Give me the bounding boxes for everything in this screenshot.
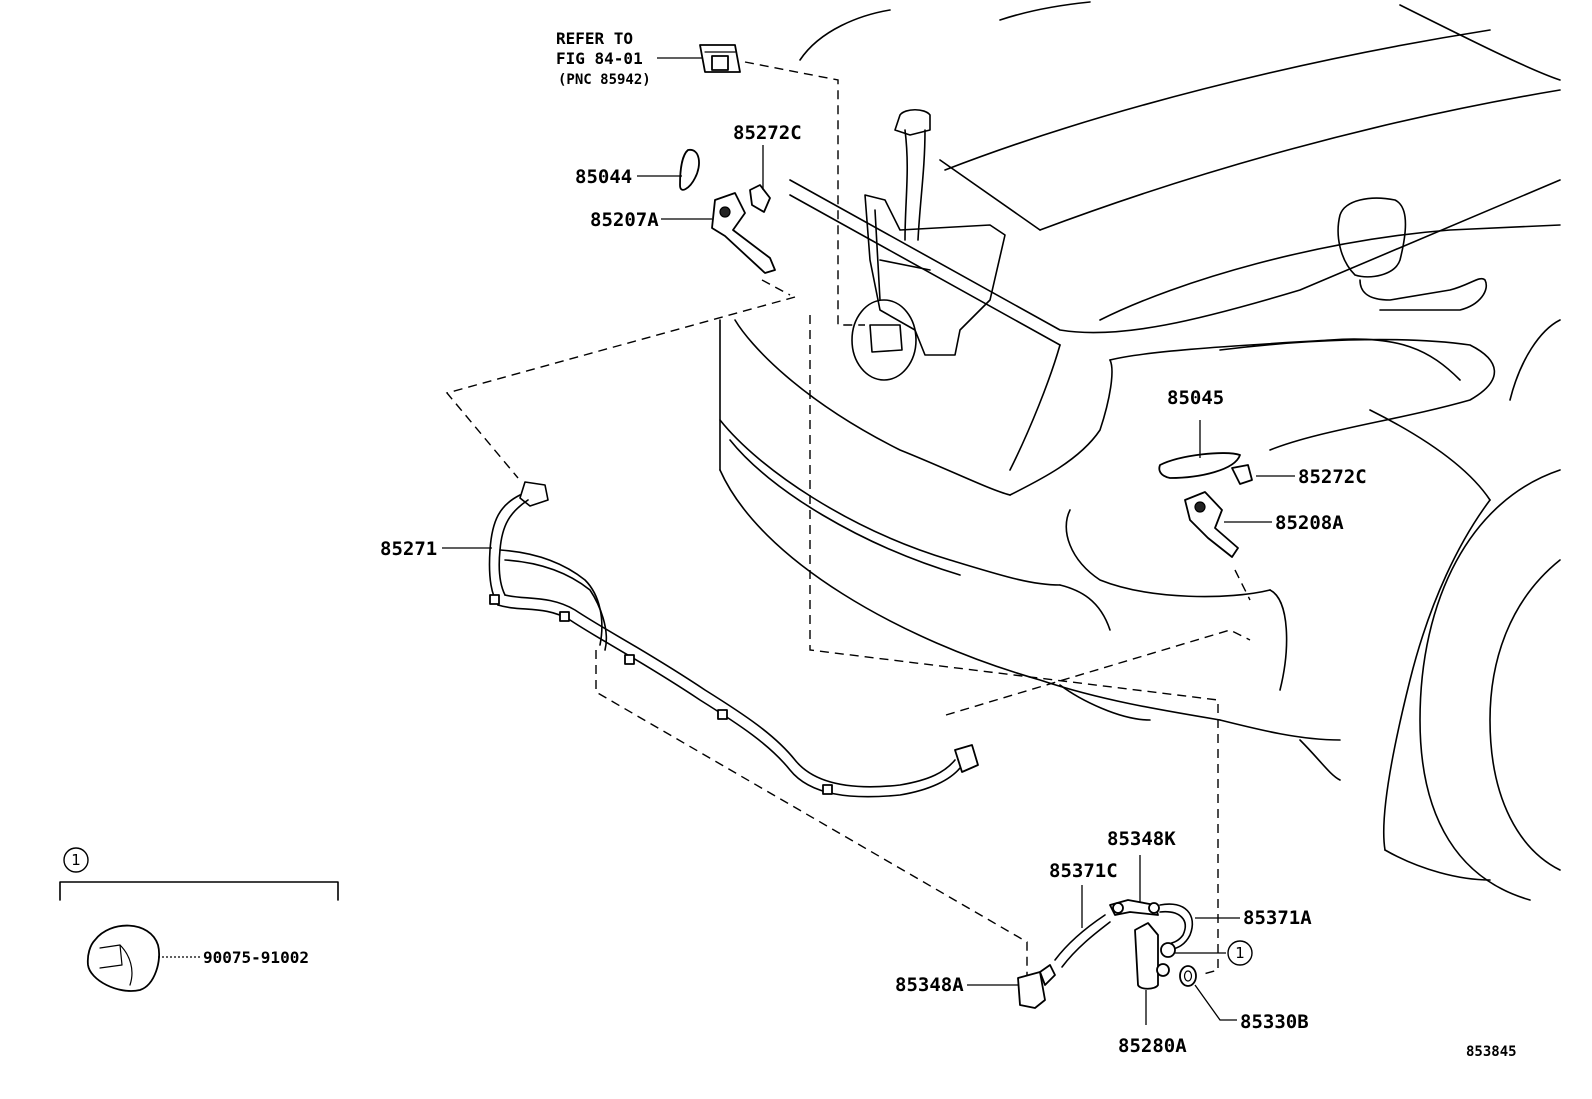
part-85280A-pump[interactable] xyxy=(1134,922,1176,990)
label-85371A[interactable]: 85371A xyxy=(1243,907,1312,929)
label-85348A[interactable]: 85348A xyxy=(895,974,964,996)
refer-line2: FIG 84-01 xyxy=(556,49,643,68)
part-85272C-clip-right[interactable] xyxy=(1231,464,1253,485)
label-85280A[interactable]: 85280A xyxy=(1118,1035,1187,1057)
part-85348A-connector[interactable] xyxy=(1017,964,1056,1009)
part-85208A-nozzle[interactable] xyxy=(1184,491,1239,558)
label-85208A[interactable]: 85208A xyxy=(1275,512,1344,534)
label-85271[interactable]: 85271 xyxy=(380,538,437,560)
part-85371A-hose[interactable] xyxy=(1159,903,1194,951)
label-90075-91002[interactable]: 90075-91002 xyxy=(203,948,309,967)
label-85348K[interactable]: 85348K xyxy=(1107,828,1176,850)
refer-line3: (PNC 85942) xyxy=(558,72,651,88)
part-85045-cover[interactable] xyxy=(1158,452,1241,479)
figure-id: 853845 xyxy=(1466,1044,1517,1060)
washer-tank xyxy=(851,108,1006,381)
part-85348K-joint[interactable] xyxy=(1109,899,1160,916)
part-85271-hose[interactable] xyxy=(488,481,979,798)
refer-line1: REFER TO xyxy=(556,29,633,48)
part-85044-cover[interactable] xyxy=(679,149,700,191)
callout-marker[interactable]: 1 xyxy=(1227,940,1253,966)
label-85330B[interactable]: 85330B xyxy=(1240,1011,1309,1033)
detail-callout-marker: 1 xyxy=(63,847,89,873)
label-85045[interactable]: 85045 xyxy=(1167,387,1224,409)
part-85272C-clip-top[interactable] xyxy=(749,184,771,213)
label-85044[interactable]: 85044 xyxy=(575,166,632,188)
detail-callout-number: 1 xyxy=(71,851,81,869)
leader-lines xyxy=(158,57,1295,1025)
label-85272C-top[interactable]: 85272C xyxy=(733,122,802,144)
detail-bracket xyxy=(59,881,339,901)
washer-relay-part[interactable] xyxy=(699,44,741,73)
label-85207A[interactable]: 85207A xyxy=(590,209,659,231)
label-85371C[interactable]: 85371C xyxy=(1049,860,1118,882)
label-85272C-right[interactable]: 85272C xyxy=(1298,466,1367,488)
part-85371C-hose[interactable] xyxy=(1054,914,1111,968)
assembly-guides xyxy=(445,61,1251,976)
vehicle-body xyxy=(719,1,1561,901)
part-85330B-grommet[interactable] xyxy=(1179,965,1197,987)
callout-number: 1 xyxy=(1235,944,1245,962)
part-85207A-nozzle[interactable] xyxy=(711,192,776,274)
labels: REFER TO FIG 84-01 (PNC 85942) 85272C 85… xyxy=(203,29,1517,1060)
part-90075-91002-grommet[interactable] xyxy=(86,924,160,992)
